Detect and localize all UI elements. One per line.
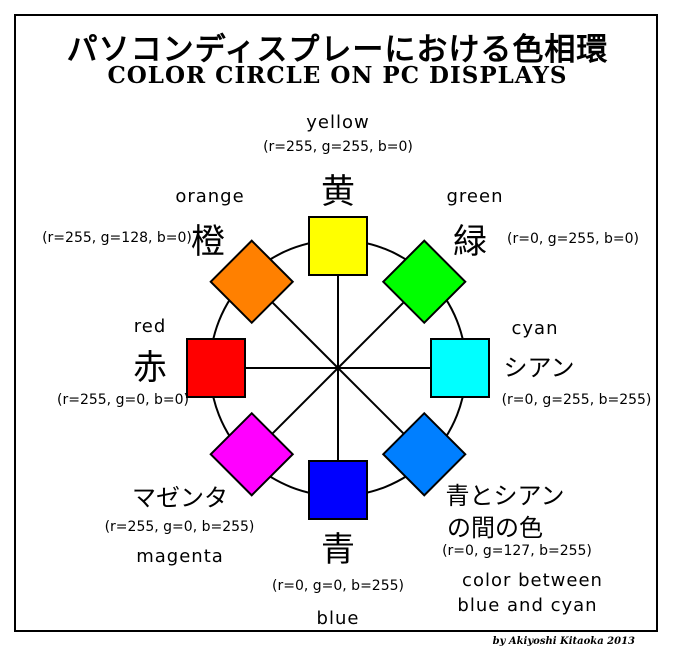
swatch-cyan [430,338,490,398]
label-orange-en: orange [175,186,245,207]
swatch-orange [209,239,295,325]
swatch-yellow [308,216,368,276]
label-azure-rgb: (r=0, g=127, b=255) [442,543,592,559]
title-english: COLOR CIRCLE ON PC DISPLAYS [107,62,568,89]
label-magenta-rgb: (r=255, g=0, b=255) [104,519,255,535]
swatch-red [186,338,246,398]
label-green-rgb: (r=0, g=255, b=0) [507,231,639,247]
swatch-green [381,239,467,325]
swatch-azure [381,411,467,497]
label-red-jp: 赤 [133,348,167,388]
label-azure-jp-line1: 青とシアン [445,482,565,510]
label-yellow-en: yellow [306,112,370,133]
label-blue-rgb: (r=0, g=0, b=255) [272,578,404,594]
label-cyan-rgb: (r=0, g=255, b=255) [501,392,652,408]
label-red-en: red [133,316,167,337]
label-magenta-jp: マゼンタ [132,484,228,512]
label-cyan-en: cyan [511,318,559,339]
label-blue-jp: 青 [321,530,355,570]
figure-frame [14,14,658,632]
label-azure-jp-line2: の間の色 [447,514,543,542]
title-japanese: パソコンディスプレーにおける色相環 [66,32,609,68]
swatch-magenta [209,411,295,497]
swatch-blue [308,460,368,520]
label-orange-rgb: (r=255, g=128, b=0) [42,230,192,246]
label-azure-en-line2: blue and cyan [457,595,598,616]
label-magenta-en: magenta [136,546,224,567]
label-yellow-rgb: (r=255, g=255, b=0) [263,139,413,155]
label-azure-en-line1: color between [462,570,603,591]
label-cyan-jp: シアン [503,354,575,382]
label-blue-en: blue [316,608,360,629]
label-green-en: green [446,186,504,207]
label-yellow-jp: 黄 [321,172,355,212]
label-red-rgb: (r=255, g=0, b=0) [57,392,189,408]
label-orange-jp: 橙 [191,222,225,262]
label-green-jp: 緑 [453,222,487,262]
credit: by Akiyoshi Kitaoka 2013 [492,636,635,647]
